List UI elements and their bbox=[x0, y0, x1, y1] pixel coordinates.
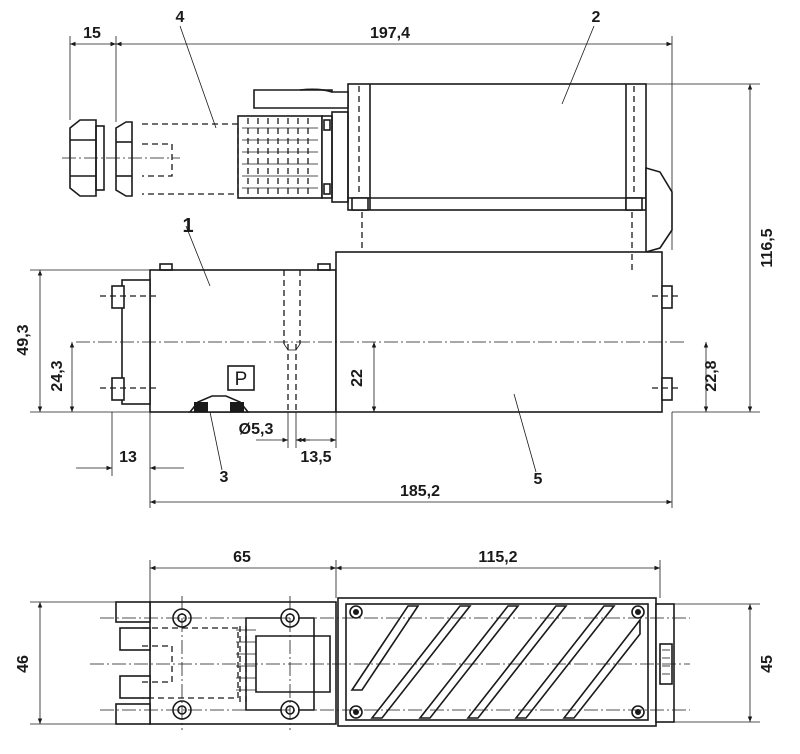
solenoid-coil-housing bbox=[253, 83, 673, 254]
dimension-24-3: 24,3 bbox=[49, 360, 66, 391]
coil-diagonal-ribs bbox=[350, 605, 641, 719]
part-label-5: 5 bbox=[534, 471, 543, 488]
part-label-2: 2 bbox=[592, 9, 601, 26]
dimension-46: 46 bbox=[15, 655, 32, 673]
part-label-3: 3 bbox=[220, 469, 229, 486]
dimension-185-2: 185,2 bbox=[400, 483, 440, 500]
side-view: P bbox=[15, 9, 776, 508]
o-ring-seal bbox=[188, 395, 250, 413]
plan-view: 65 115,2 46 45 bbox=[15, 549, 776, 730]
dimension-22: 22 bbox=[349, 369, 366, 387]
port-marking: P bbox=[227, 365, 255, 391]
dimension-lines bbox=[30, 25, 760, 508]
dimension-197-4: 197,4 bbox=[370, 25, 410, 42]
dimension-116-5: 116,5 bbox=[759, 228, 776, 267]
dimension-15: 15 bbox=[83, 25, 101, 42]
connector-fins bbox=[242, 118, 318, 196]
solenoid-tube-body bbox=[335, 212, 682, 413]
dimension-49-3: 49,3 bbox=[15, 324, 32, 355]
dimension-22-8: 22,8 bbox=[703, 360, 720, 391]
manual-override-assembly bbox=[62, 111, 349, 203]
valve-housing bbox=[100, 263, 337, 413]
dimension-13-5: 13,5 bbox=[300, 449, 331, 466]
part-label-1: 1 bbox=[182, 215, 193, 237]
dimension-45: 45 bbox=[759, 655, 776, 673]
plan-dimension-lines bbox=[30, 560, 760, 725]
dimension-65: 65 bbox=[233, 549, 251, 566]
plan-connector-fins bbox=[236, 626, 256, 702]
port-marking-label: P bbox=[235, 369, 248, 390]
dimension-13: 13 bbox=[119, 449, 137, 466]
dimension-5-3: Ø5,3 bbox=[239, 421, 274, 438]
part-label-4: 4 bbox=[176, 9, 185, 26]
dimension-115-2: 115,2 bbox=[478, 549, 517, 566]
